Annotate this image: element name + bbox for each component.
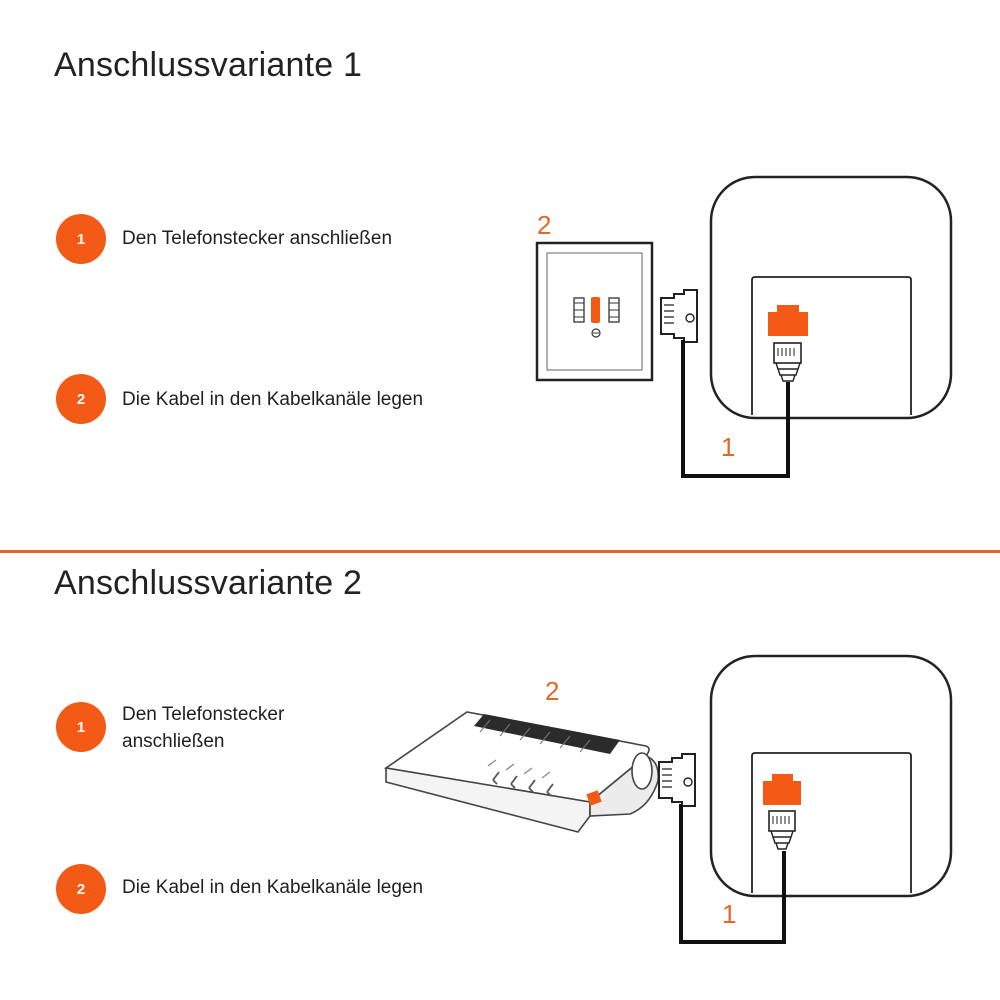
variant-2-step-2-text: Die Kabel in den Kabelkanäle legen <box>122 877 424 898</box>
variant-2-step-2-badge: 2 <box>56 864 106 914</box>
router-icon <box>383 711 660 833</box>
variant-1-section: Anschlussvariante 1 1 Den Telefonstecker… <box>54 46 953 478</box>
variant-2-section: Anschlussvariante 2 1 Den Telefonstecker… <box>0 556 1000 1000</box>
tae-plug-icon <box>658 753 696 807</box>
variant-1-step-1-badge: 1 <box>56 214 106 264</box>
variant-1-callout-cable: 1 <box>721 432 735 462</box>
variant-2-title: Anschlussvariante 2 <box>54 564 363 602</box>
variant-2-step-1-line-1: Den Telefonstecker <box>122 704 285 725</box>
variant-1-title: Anschlussvariante 1 <box>54 46 363 84</box>
variant-1-diagram: 2 1 <box>535 175 953 478</box>
variant-1-callout-wall-socket: 2 <box>537 210 551 240</box>
variant-1-step-2-text: Die Kabel in den Kabelkanäle legen <box>122 389 424 410</box>
base-station-icon <box>709 175 953 420</box>
section-divider <box>0 550 1000 553</box>
variant-2-diagram: 2 1 <box>383 654 953 944</box>
variant-2-step-1-badge: 1 <box>56 702 106 752</box>
cable-line <box>681 340 790 478</box>
variant-1-step-1-text: Den Telefonstecker anschließen <box>122 228 393 249</box>
variant-2-step-1-line-2: anschließen <box>122 731 225 752</box>
cable-line <box>679 804 786 944</box>
tae-plug-icon <box>660 289 698 343</box>
variant-1-step-2-badge: 2 <box>56 374 106 424</box>
wall-socket-icon <box>535 241 654 382</box>
variant-2-callout-cable: 1 <box>722 899 736 929</box>
base-station-icon <box>709 654 953 898</box>
variant-2-callout-router: 2 <box>545 676 559 706</box>
variant-2-step-1-text: Den Telefonstecker anschließen <box>122 701 284 755</box>
